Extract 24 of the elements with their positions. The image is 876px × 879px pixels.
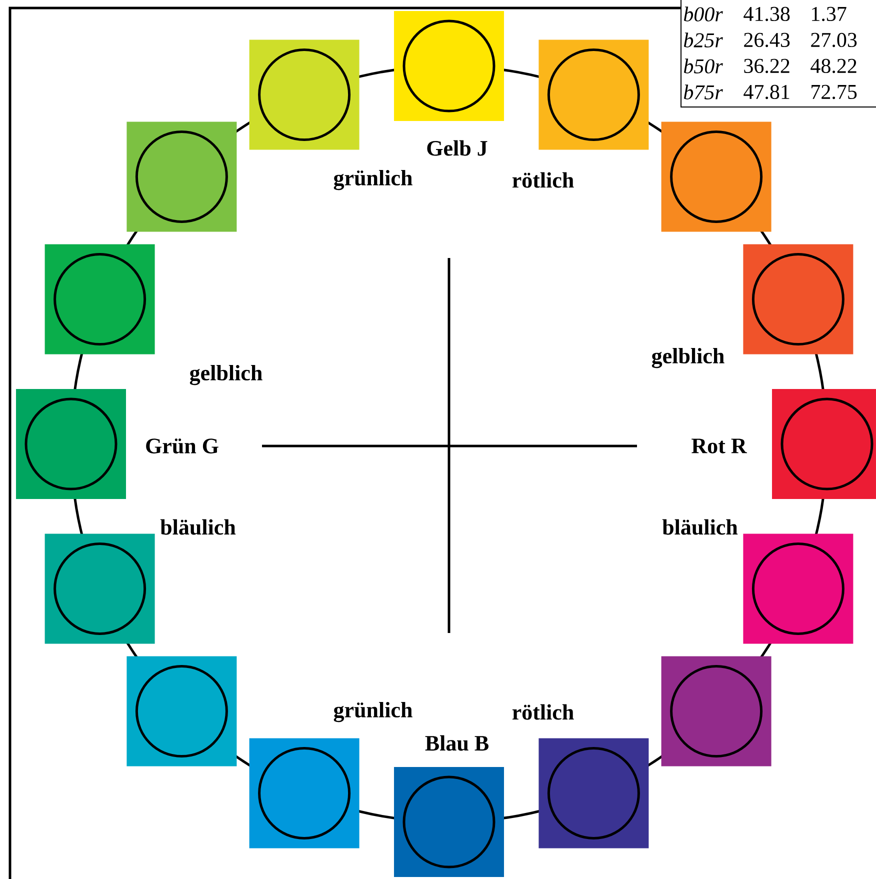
table-cell: 36.22: [744, 58, 790, 74]
table-cell: 41.38: [744, 6, 790, 22]
hue-label: rötlich: [512, 704, 574, 720]
hue-label: Rot R: [692, 438, 747, 454]
table-cell: b25r: [684, 32, 723, 48]
table-cell: 27.03: [811, 32, 857, 48]
hue-label: grünlich: [334, 170, 412, 190]
table-cell: 47.81: [744, 84, 790, 100]
hue-label: bläulich: [662, 519, 738, 535]
table-cell: b00r: [684, 6, 723, 22]
table-cell: 26.43: [744, 32, 790, 48]
hue-label: gelblich: [190, 364, 262, 386]
hue-label: Gelb J: [427, 140, 488, 156]
table-cell: 1.37: [812, 6, 846, 22]
table-cell: 72.75: [812, 84, 857, 100]
hue-label: rötlich: [512, 172, 574, 188]
table-cell: b50r: [684, 58, 723, 74]
hue-label: Blau B: [425, 735, 488, 751]
hue-label: gelblich: [652, 348, 724, 368]
hue-label: Grün G: [146, 438, 218, 454]
hue-label: bläulich: [160, 519, 236, 535]
table-cell: 48.22: [810, 58, 856, 74]
table-cell: b75r: [684, 84, 723, 100]
hue-label: grünlich: [334, 702, 412, 722]
